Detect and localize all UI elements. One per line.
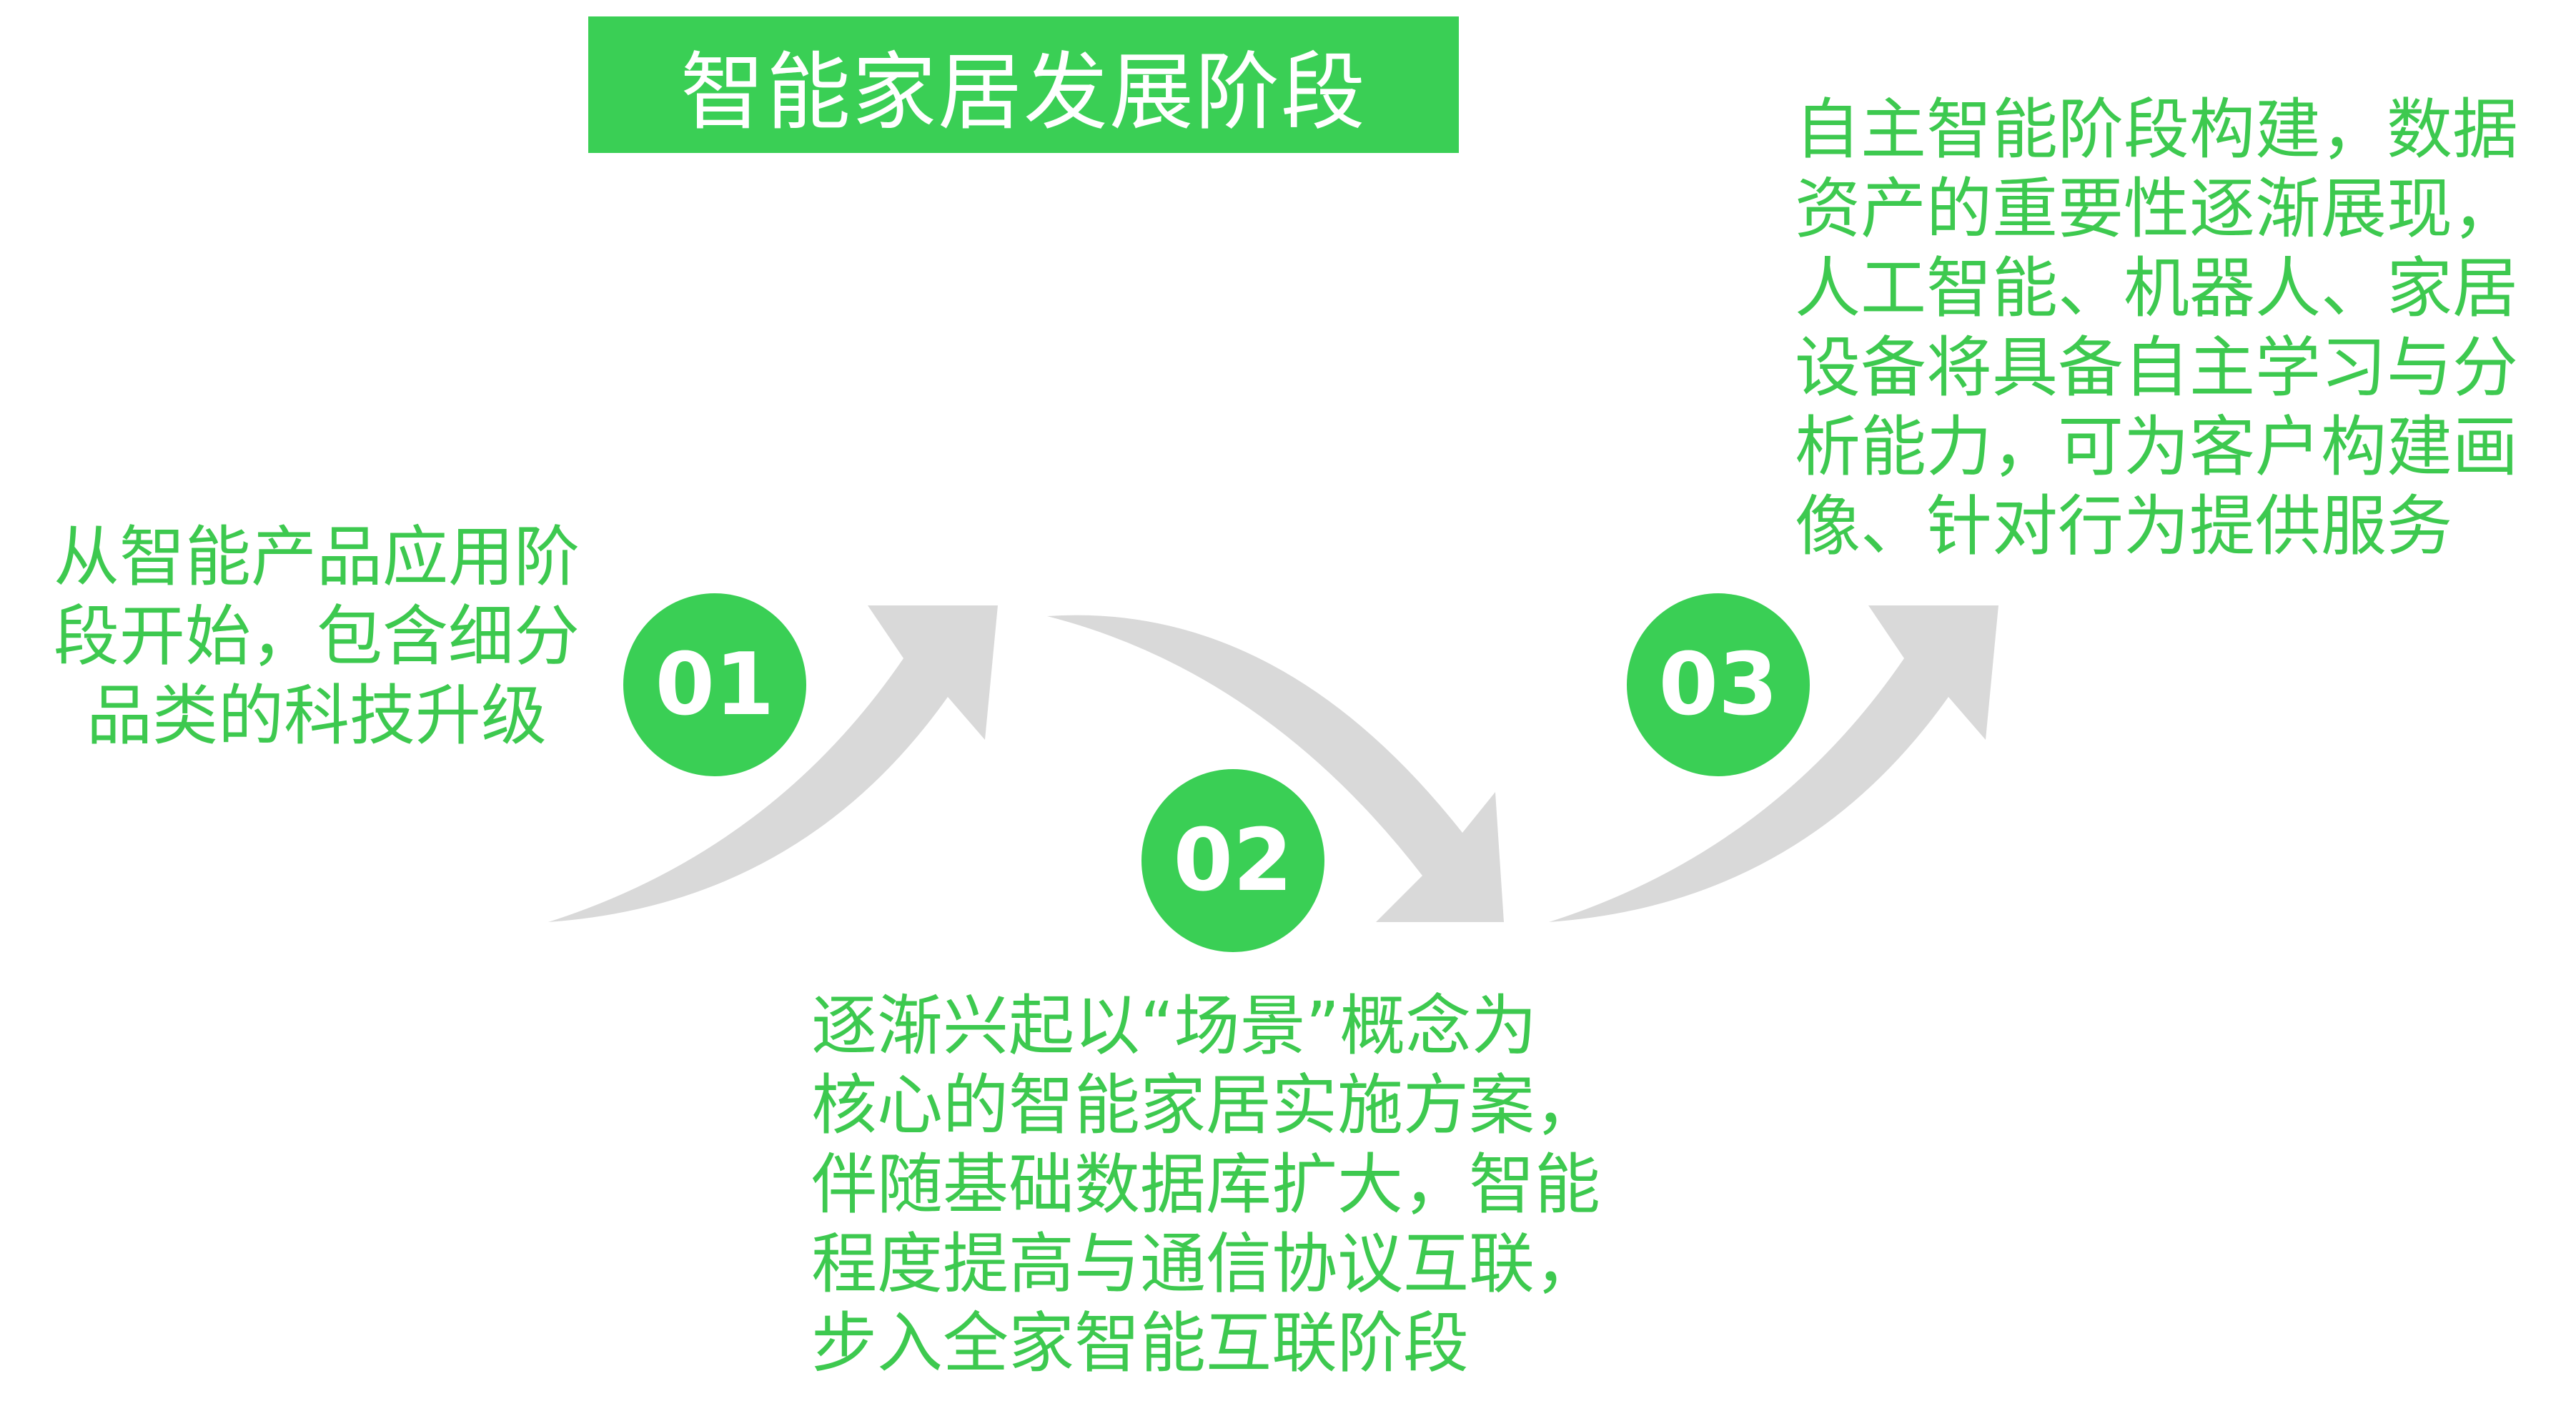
text-line: 品类的科技升级: [86, 678, 547, 754]
curved-arrow-up-3: [1549, 605, 1998, 922]
text-line: 像、针对行为提供服务: [1795, 488, 2453, 565]
text-line: 析能力，可为客户构建画: [1795, 409, 2519, 485]
text-line: 人工智能、机器人、家居: [1795, 250, 2519, 327]
text-line: 资产的重要性逐渐展现，: [1795, 171, 2519, 247]
title-banner: 智能家居发展阶段: [588, 16, 1459, 153]
stage-3-description: 自主智能阶段构建，数据 资产的重要性逐渐展现， 人工智能、机器人、家居 设备将具…: [1795, 90, 2518, 566]
stage-2-description: 逐渐兴起以“场景”概念为 核心的智能家居实施方案， 伴随基础数据库扩大，智能 程…: [811, 986, 1600, 1383]
stage-badge-01: 01: [623, 593, 806, 776]
text-line: 程度提高与通信协议互联，: [811, 1226, 1601, 1302]
stage-badge-02: 02: [1141, 769, 1324, 952]
curved-arrow-up-1: [548, 605, 998, 922]
curved-arrow-down-2: [1047, 615, 1504, 922]
text-line: 步入全家智能互联阶段: [811, 1305, 1470, 1382]
page-title: 智能家居发展阶段: [680, 43, 1367, 142]
text-line: 逐渐兴起以“场景”概念为: [811, 988, 1537, 1064]
text-line: 从智能产品应用阶: [53, 519, 580, 595]
text-line: 伴随基础数据库扩大，智能: [811, 1147, 1601, 1223]
text-line: 自主智能阶段构建，数据: [1795, 91, 2519, 168]
text-line: 设备将具备自主学习与分: [1795, 330, 2519, 406]
text-line: 段开始，包含细分: [53, 598, 580, 675]
stage-badge-03: 03: [1627, 593, 1810, 776]
text-line: 核心的智能家居实施方案，: [811, 1067, 1601, 1144]
stage-1-description: 从智能产品应用阶 段开始，包含细分 品类的科技升级: [49, 518, 585, 756]
